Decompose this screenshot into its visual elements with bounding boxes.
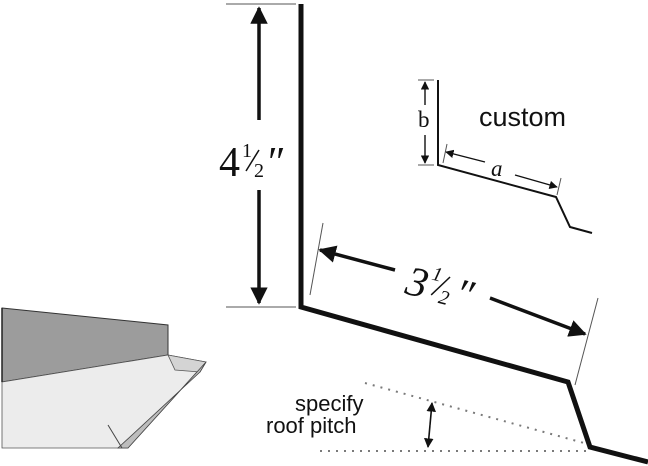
flashing-3d-illustration: [1, 307, 207, 449]
custom-profile: [437, 80, 593, 234]
custom-profile-diagram: b a custom: [418, 79, 593, 234]
custom-dim-a: a: [491, 156, 503, 181]
width-label: 3 1 2 ″: [400, 258, 479, 319]
roof-pitch-indicator: specify roof pitch: [266, 382, 586, 452]
height-numerator: 1: [242, 140, 252, 162]
flashing-3d-front-lip: [107, 424, 123, 449]
flashing-3d-kick: [116, 361, 207, 449]
custom-a-tick-right: [556, 177, 562, 196]
height-unit: ″: [268, 140, 286, 186]
width-unit: ″: [450, 270, 479, 319]
height-denominator: 2: [254, 160, 264, 182]
width-arrow-right: [489, 296, 587, 337]
width-extension-right: [574, 297, 599, 386]
pitch-label-line1: specify: [295, 391, 363, 416]
custom-dim-b: b: [418, 107, 430, 132]
width-whole: 3: [400, 258, 432, 308]
flashing-profile: [298, 4, 648, 465]
pitch-label-line2: roof pitch: [266, 413, 357, 438]
width-arrow-left: [318, 245, 396, 272]
height-whole: 4: [219, 140, 240, 186]
width-dimension: 3 1 2 ″: [309, 222, 599, 386]
height-dimension: 4 1 2 ″: [219, 3, 296, 308]
width-fraction-bar: [430, 276, 451, 296]
custom-a-arrow-left: [445, 149, 486, 163]
pitch-line-sloped: [364, 382, 585, 444]
width-extension-left: [309, 222, 324, 296]
height-label: 4 1 2 ″: [219, 140, 286, 186]
height-fraction-bar: [245, 149, 260, 172]
custom-label: custom: [479, 102, 566, 132]
width-denominator: 2: [436, 286, 451, 310]
custom-a-tick-left: [442, 143, 448, 164]
custom-a-arrow-right: [514, 174, 558, 189]
pitch-arrow-down: [424, 424, 434, 448]
pitch-arrow-up: [426, 402, 436, 426]
